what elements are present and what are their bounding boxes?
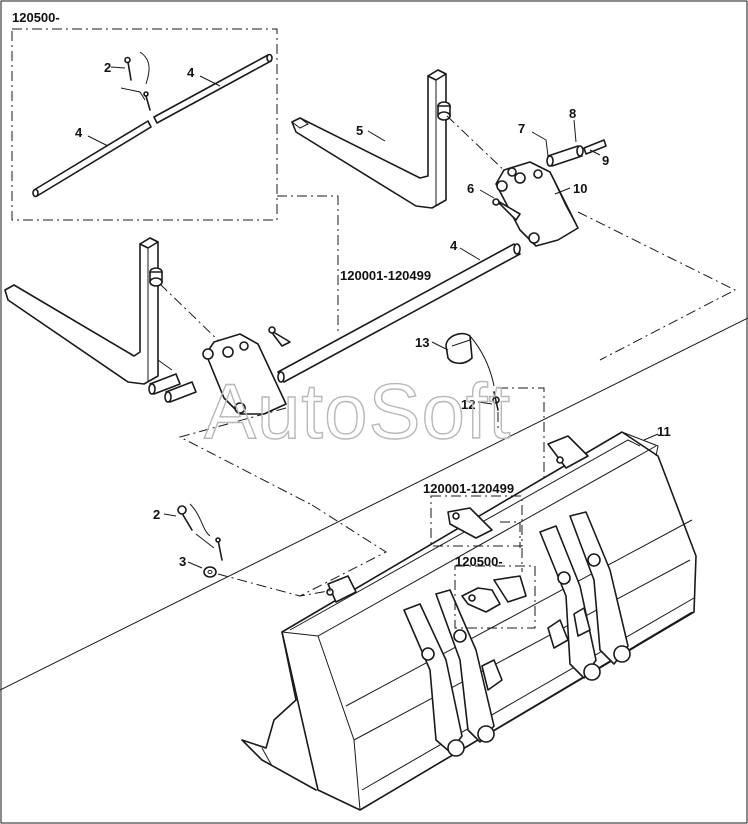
floor-line [0,317,748,691]
cotter-pin-2-inset [120,51,151,111]
callout-2-lower: 2 [153,507,160,522]
callout-8: 8 [569,106,576,121]
watermark: AutoSoft [204,367,511,455]
callout-13: 13 [415,335,429,350]
left-bracket-leader [178,407,313,506]
inset-box-120001-120499: 120001-120499 [423,481,523,548]
inset-leader [277,195,339,334]
callout-4-inset-right: 4 [187,65,195,80]
callout-10: 10 [573,181,587,196]
lynch-pin-13 [445,332,495,387]
cotter-6 [492,198,521,221]
bucket-11 [241,431,697,811]
rod-4-right [153,53,273,124]
callout-4-main: 4 [450,238,458,253]
inset-box-2-border [430,495,523,547]
callout-5: 5 [356,123,363,138]
rod-4-main [277,243,521,383]
inset-box-120500: 120500- 2 4 4 [11,10,339,334]
inset-box-120500-lower: 120500- [454,548,536,629]
pin-12 [492,391,500,411]
cotter-pin-2-lower [177,503,223,561]
inset-2-serial-label: 120001-120499 [423,481,514,496]
callout-4-inset-left: 4 [75,125,83,140]
bucket-ear-1 [403,603,465,757]
callout-3: 3 [179,554,186,569]
inset-box-3-border [454,565,536,629]
pins-left [148,359,197,403]
lower-left-leader [217,573,335,597]
pin-9 [583,139,607,155]
bucket-ear-4 [569,511,631,665]
middle-serial-label: 120001-120499 [340,268,431,283]
fork-left [4,237,163,385]
callout-9: 9 [602,153,609,168]
rod-4-left [32,120,152,198]
bracket-left [202,333,287,415]
callout-6: 6 [467,181,474,196]
inset-box-border [11,28,278,221]
bucket-ear-3 [539,525,601,681]
bucket-ear-2 [435,589,495,743]
inset-serial-label: 120500- [12,10,60,25]
callout-11: 11 [657,424,671,439]
pin-7-8 [531,131,584,167]
washer-3 [203,566,217,578]
callout-12: 12 [461,397,475,412]
right-bracket-leader [577,211,737,361]
bracket-10 [495,161,579,247]
inset-3-serial-label: 120500- [455,554,503,569]
fork-right [291,69,451,209]
cotter-left [268,326,291,347]
callout-2-inset: 2 [104,60,111,75]
callout-7: 7 [518,121,525,136]
